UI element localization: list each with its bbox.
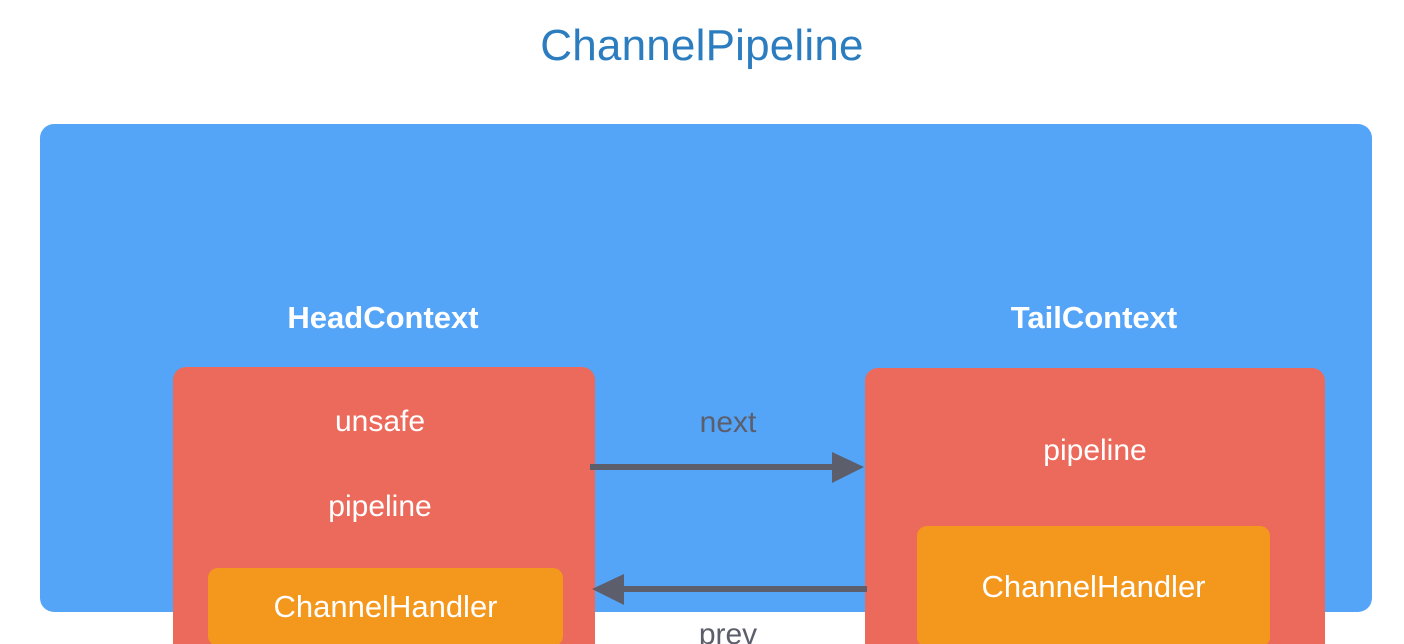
tail-context-heading: TailContext <box>1010 300 1178 335</box>
prev-arrow-label: prev <box>698 618 758 644</box>
head-context-heading: HeadContext <box>287 300 479 335</box>
next-arrow-label: next <box>699 406 757 439</box>
channel-pipeline-panel: HeadContext TailContext unsafe pipeline … <box>40 124 1372 644</box>
next-arrow-icon <box>590 452 864 483</box>
head-context-channel-handler-box: ChannelHandler <box>208 568 563 644</box>
tail-context-channel-handler-label: ChannelHandler <box>981 568 1206 604</box>
page-title: ChannelPipeline <box>540 21 864 70</box>
prev-arrow-icon <box>592 574 867 605</box>
head-context-field-unsafe: unsafe <box>334 405 426 438</box>
tail-context-field-pipeline: pipeline <box>1043 434 1147 467</box>
head-context-field-pipeline: pipeline <box>328 490 432 523</box>
head-context-channel-handler-label: ChannelHandler <box>273 589 498 624</box>
tail-context-channel-handler-box: ChannelHandler <box>917 526 1270 644</box>
